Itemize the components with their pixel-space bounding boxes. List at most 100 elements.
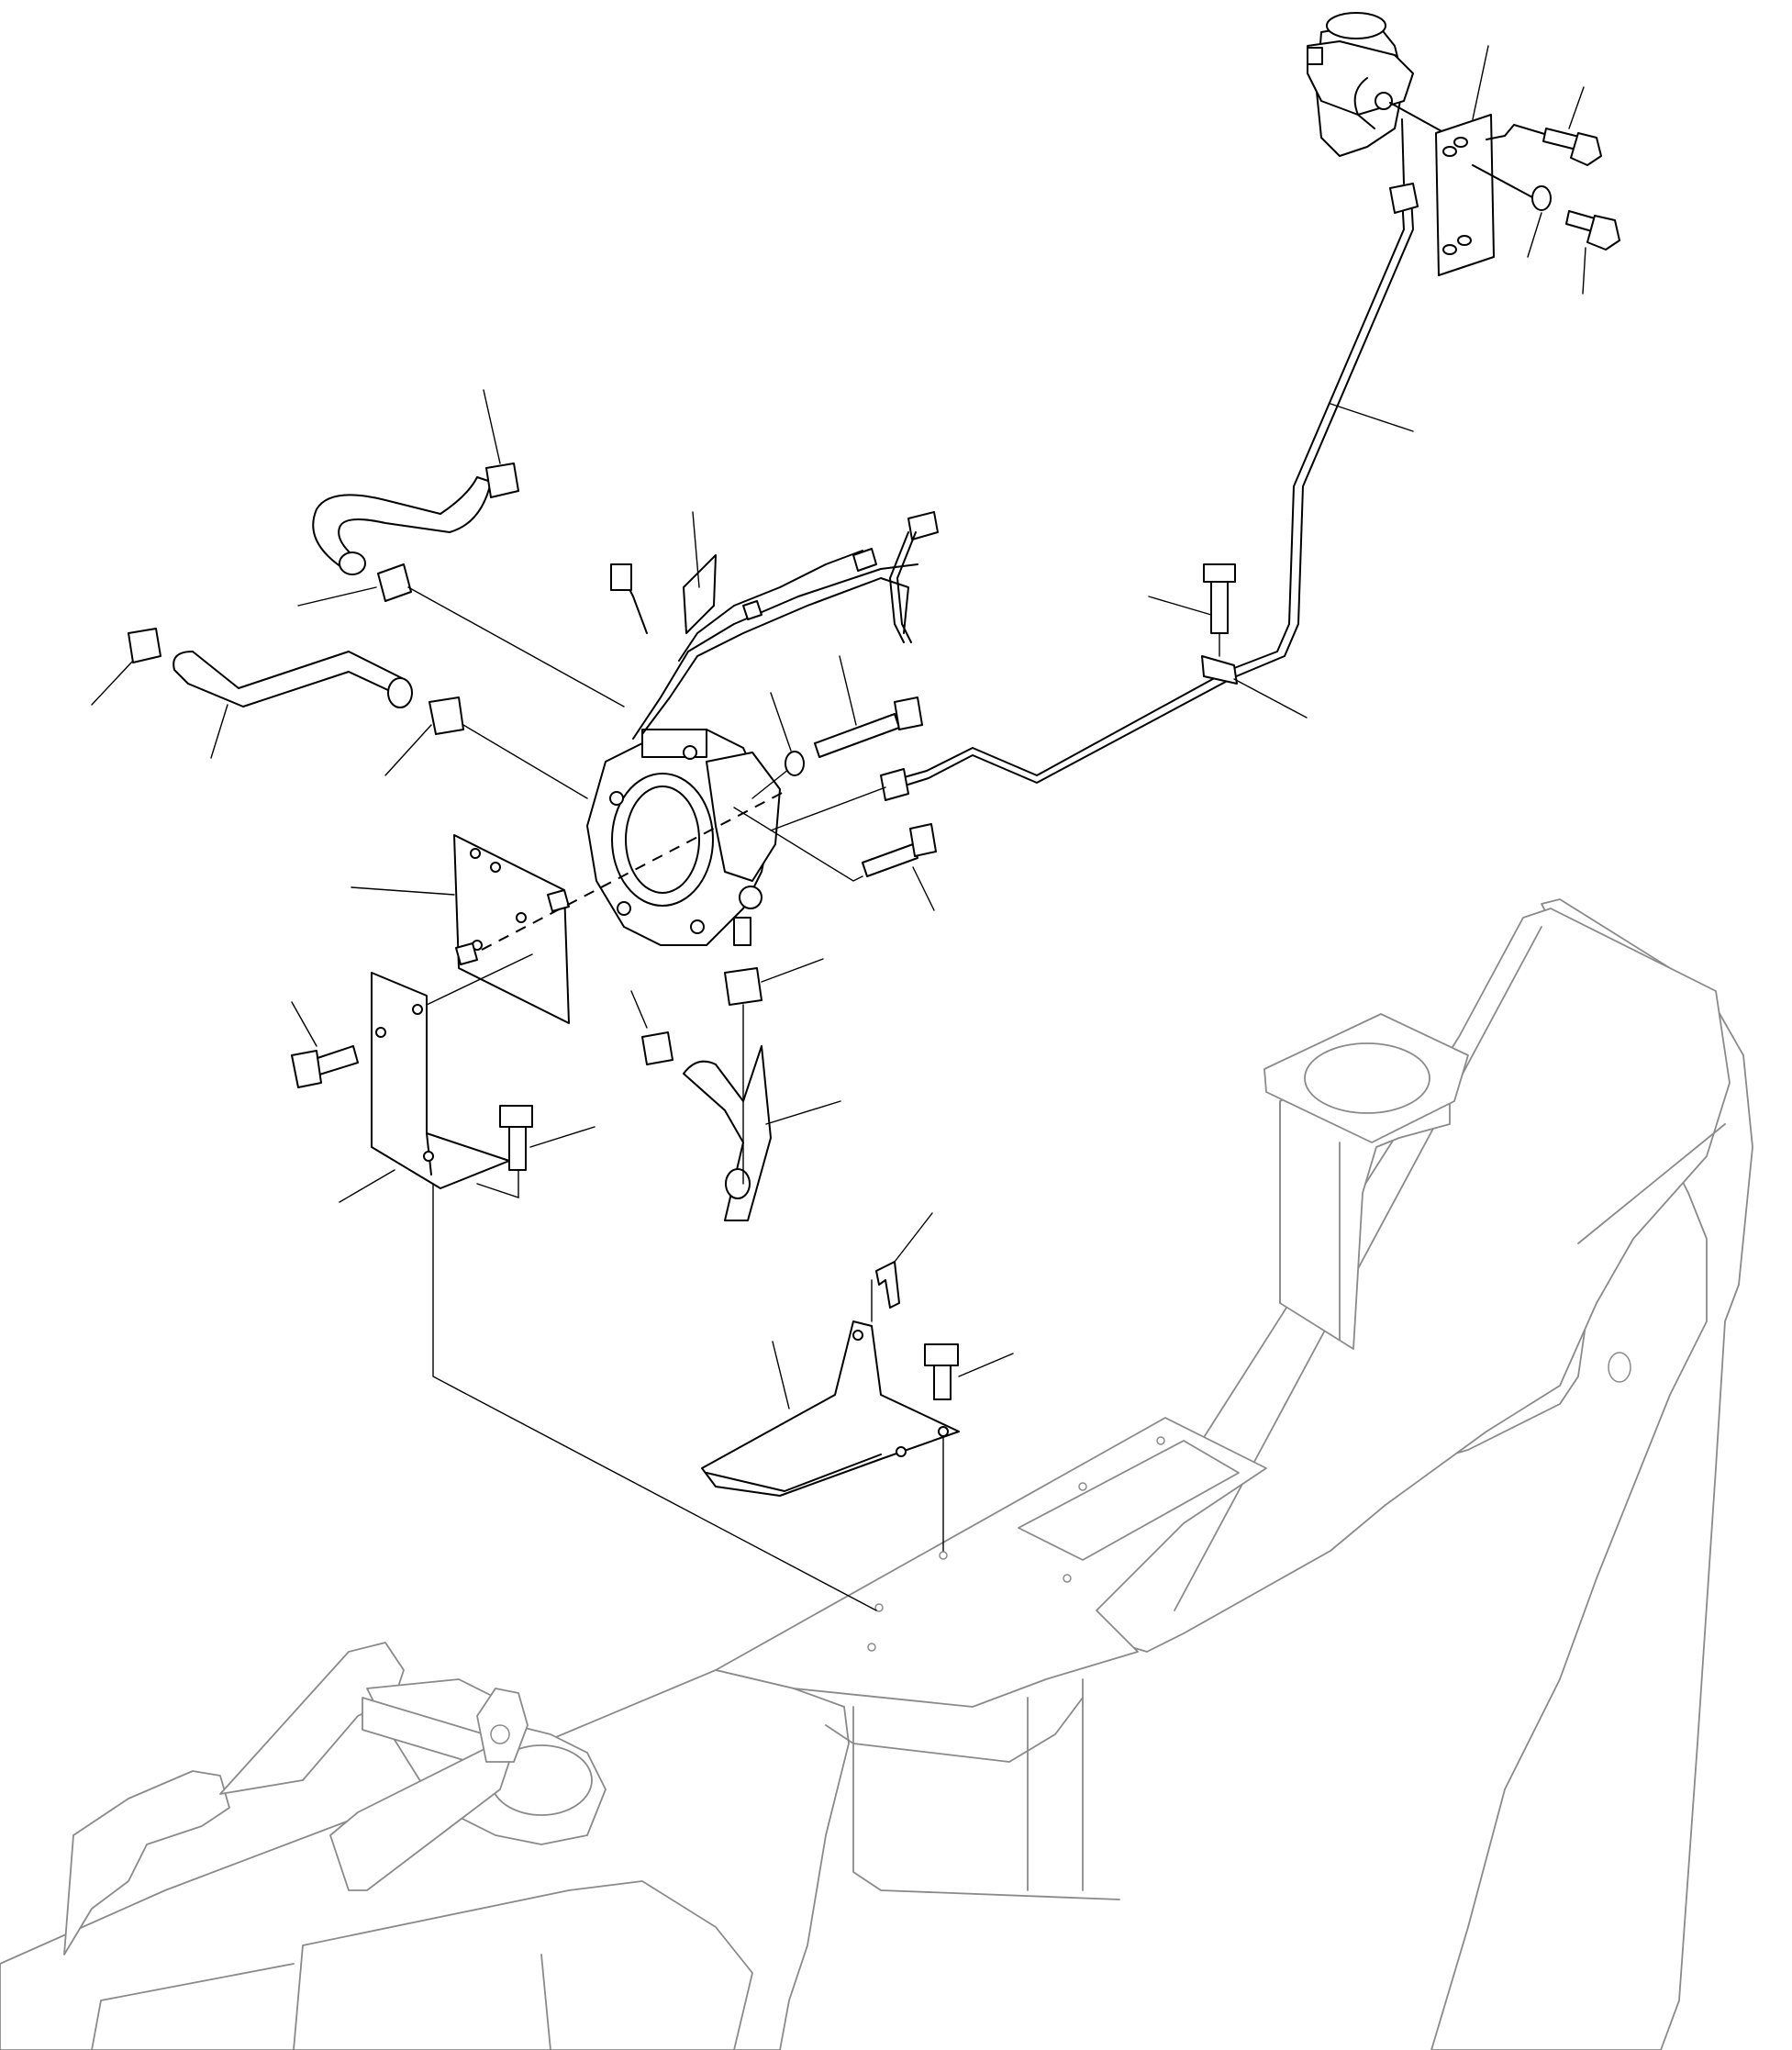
harness-tag <box>683 554 717 634</box>
callout-leader <box>912 866 935 911</box>
shield-hole-1 <box>852 1330 863 1341</box>
hose-middle-end <box>387 677 413 708</box>
callout-leader <box>529 1126 595 1148</box>
pipe-low-nut <box>880 768 909 801</box>
bracket-hole-3 <box>1457 235 1472 246</box>
plate-hole-4 <box>516 912 527 923</box>
mounting-bracket-assembly <box>291 788 877 1611</box>
l-bracket-link <box>426 953 533 1006</box>
bracket-washer <box>1531 185 1552 211</box>
plate-hole-2 <box>490 862 501 873</box>
bracket-vert-bolt-head <box>499 1105 533 1128</box>
callout-leader <box>761 958 824 983</box>
pipe-top-nut <box>1389 183 1419 214</box>
harness-clip-2 <box>742 600 762 620</box>
l-bracket-hole-1 <box>375 1027 386 1038</box>
valve-boss <box>739 886 762 909</box>
solenoid-lead <box>1353 77 1375 129</box>
hose-upper-clamp-top <box>485 462 519 498</box>
pipe-valve-link <box>1401 118 1405 184</box>
shield-hole-3 <box>896 1446 907 1457</box>
callout-leader <box>1148 596 1212 616</box>
harness-terminal-lead <box>889 531 909 643</box>
shield-cover <box>701 1320 960 1497</box>
frame-front-shelf <box>63 1770 230 1955</box>
valve-long-bolt <box>814 713 900 758</box>
shield-clip <box>875 1261 900 1309</box>
bracket-vert-bolt-line <box>476 1169 519 1198</box>
bracket-hole-2 <box>1442 146 1457 157</box>
hose-upper <box>312 476 492 570</box>
plate-hole-1 <box>470 848 481 859</box>
l-bracket-hole-2 <box>412 1004 423 1015</box>
frame-tower-hole <box>1608 1352 1631 1383</box>
valve-bore <box>611 773 714 907</box>
valve-short-bolt-head <box>909 823 937 857</box>
frame-deck <box>715 1417 1267 1708</box>
callout-leader <box>839 655 857 726</box>
solenoid-cap <box>1326 12 1386 39</box>
l-bracket <box>371 972 510 1189</box>
clamp-bolt-head <box>1203 563 1236 583</box>
callout-leader <box>958 1353 1014 1377</box>
frame-deck-hole-2 <box>939 1551 948 1560</box>
valve-actuator <box>706 752 781 882</box>
bracket-hole-4 <box>1442 244 1457 255</box>
hose-middle-clamp <box>128 628 161 663</box>
shield-cover-edge <box>706 1454 882 1492</box>
shield-bolt <box>933 1362 952 1400</box>
valve-to-pipe-line <box>770 786 886 831</box>
callout-leader <box>692 511 700 588</box>
frame-flange-bore <box>1304 1042 1430 1114</box>
bracket-hole-1 <box>1453 137 1468 148</box>
plate-nut-2 <box>455 942 478 965</box>
l-bracket-hole-3 <box>423 1151 434 1162</box>
valve-bolt-hole-3 <box>690 919 705 934</box>
callout-leader <box>772 1341 790 1409</box>
harness-wire-1 <box>632 563 918 740</box>
hose-upper-end <box>339 551 366 575</box>
valve-to-bolt-line <box>733 807 863 882</box>
harness-wire-2 <box>641 577 909 735</box>
frame-rear-tower <box>1430 898 1753 2050</box>
frame-lug-hole <box>490 1724 510 1744</box>
hose-lower-end <box>725 1168 751 1199</box>
valve-spigot <box>733 917 751 946</box>
callout-leader <box>770 692 792 752</box>
shield-hole-2 <box>938 1426 949 1437</box>
bracket-washer-line <box>1472 164 1533 198</box>
valve-to-washer-line <box>751 768 790 799</box>
mounting-plate <box>453 834 570 1024</box>
frame-lower-line <box>540 1954 551 2050</box>
callout-leader <box>297 586 377 607</box>
pipe-main <box>894 196 1405 781</box>
bracket-bolt-2-head <box>1586 215 1620 251</box>
frame-deck-hole-6 <box>1063 1574 1072 1583</box>
valve-bore-inner <box>625 785 700 894</box>
hose-right-clamp <box>429 696 464 735</box>
harness-wire-3 <box>678 550 863 662</box>
frame-lower-panel <box>293 1880 753 2050</box>
hose-middle <box>173 651 405 707</box>
harness-terminal <box>907 511 939 540</box>
callout-leader <box>291 1001 317 1047</box>
frame-deck-hole <box>874 1603 884 1612</box>
pipe-assembly <box>880 118 1419 801</box>
bracket-left-bolt-head <box>291 1050 322 1088</box>
callout-leader <box>1330 403 1414 432</box>
valve-bolt-hole-1 <box>609 791 624 806</box>
valve-bolt-hole-2 <box>617 901 631 916</box>
shield-assembly <box>701 1261 960 1552</box>
callout-leader <box>339 1169 395 1203</box>
frame-lower-line-2 <box>91 1963 295 2050</box>
pipe-clamp <box>1201 655 1238 685</box>
frame-deck-hole-4 <box>1156 1436 1165 1445</box>
frame-deck-hole-5 <box>867 1643 876 1652</box>
frame-side-plate <box>329 1743 510 1891</box>
frame-boom-bracket <box>219 1642 405 1795</box>
bracket-vert-bolt <box>508 1123 527 1171</box>
valve-bolt-hole-4 <box>683 745 697 760</box>
frame-deck-hole-3 <box>1078 1482 1087 1491</box>
callout-leader <box>1233 678 1308 719</box>
